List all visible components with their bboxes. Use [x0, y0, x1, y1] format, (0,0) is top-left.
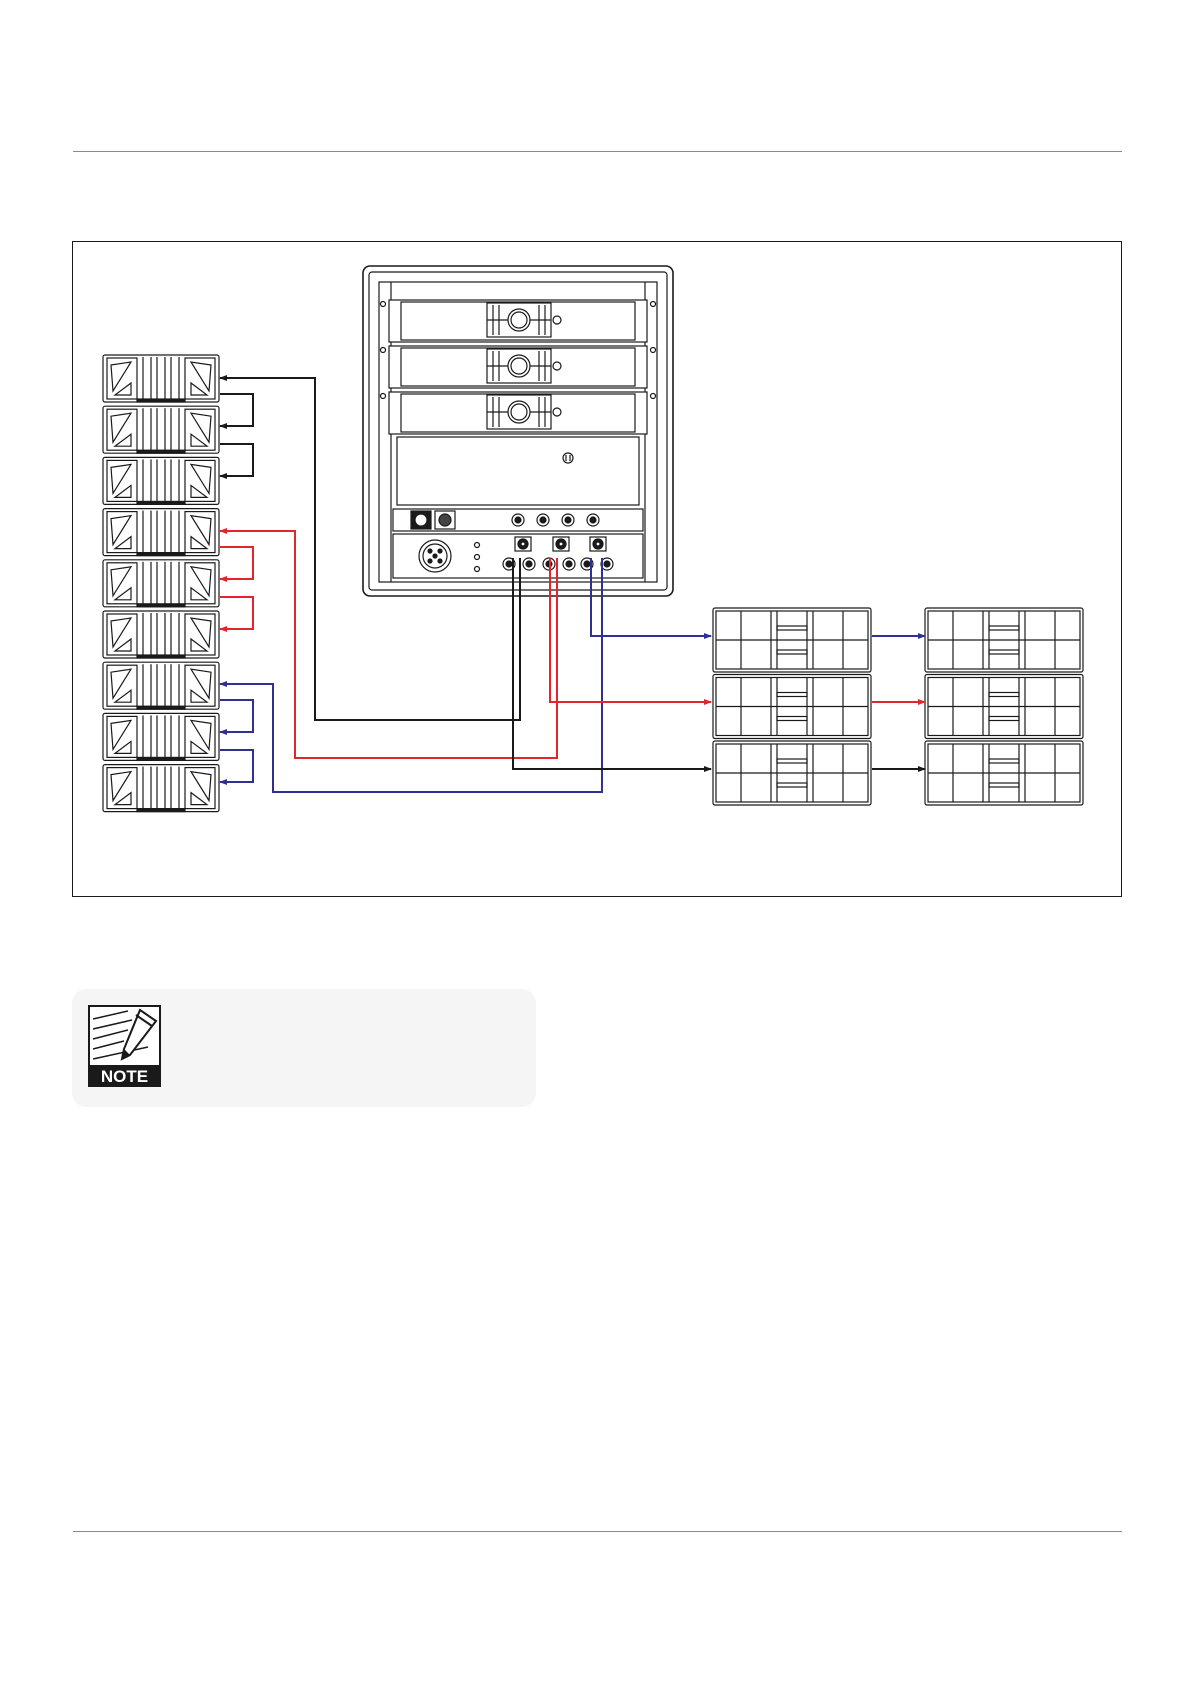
- note-icon: NOTE: [88, 1005, 161, 1087]
- subwoofer-cabinet: [713, 675, 871, 739]
- amplifier-unit: [381, 300, 656, 342]
- subwoofer-cabinet: [925, 741, 1083, 805]
- subwoofer-cabinet: [713, 608, 871, 672]
- subwoofer-cabinet: [713, 741, 871, 805]
- amplifier-unit: [381, 346, 656, 388]
- amplifier-unit: [381, 392, 656, 434]
- note-box: NOTE: [72, 989, 536, 1107]
- note-icon-label: NOTE: [101, 1067, 148, 1086]
- cable-red-link-2: [220, 597, 253, 629]
- footer-rule: [73, 1531, 1122, 1532]
- cable-blue-link-1: [220, 700, 253, 732]
- subwoofer-cabinet: [925, 675, 1083, 739]
- wiring-diagram: [72, 241, 1122, 897]
- line-array-cabinet: [103, 560, 219, 607]
- subwoofer-cabinet: [925, 608, 1083, 672]
- line-array-cabinet: [103, 406, 219, 453]
- cable-black-link-1: [220, 394, 253, 426]
- cable-black-link-2: [220, 444, 253, 476]
- cable-blue-array: [220, 558, 602, 792]
- line-array-cabinet: [103, 611, 219, 658]
- line-array-cabinet: [103, 713, 219, 760]
- cable-red-sub: [550, 558, 711, 702]
- line-array-speaker-icon: [103, 355, 219, 812]
- cable-blue-link-2: [220, 750, 253, 782]
- line-array-cabinet: [103, 765, 219, 812]
- subwoofer-cabinet-icon: [713, 608, 1083, 805]
- line-array-cabinet: [103, 355, 219, 402]
- line-array-cabinet: [103, 662, 219, 709]
- amplifier-rack-icon: [363, 266, 673, 596]
- line-array-cabinet: [103, 509, 219, 556]
- header-rule: [73, 151, 1122, 152]
- wiring-diagram-svg: [73, 242, 1123, 898]
- line-array-cabinet: [103, 457, 219, 504]
- cable-red-link-1: [220, 547, 253, 579]
